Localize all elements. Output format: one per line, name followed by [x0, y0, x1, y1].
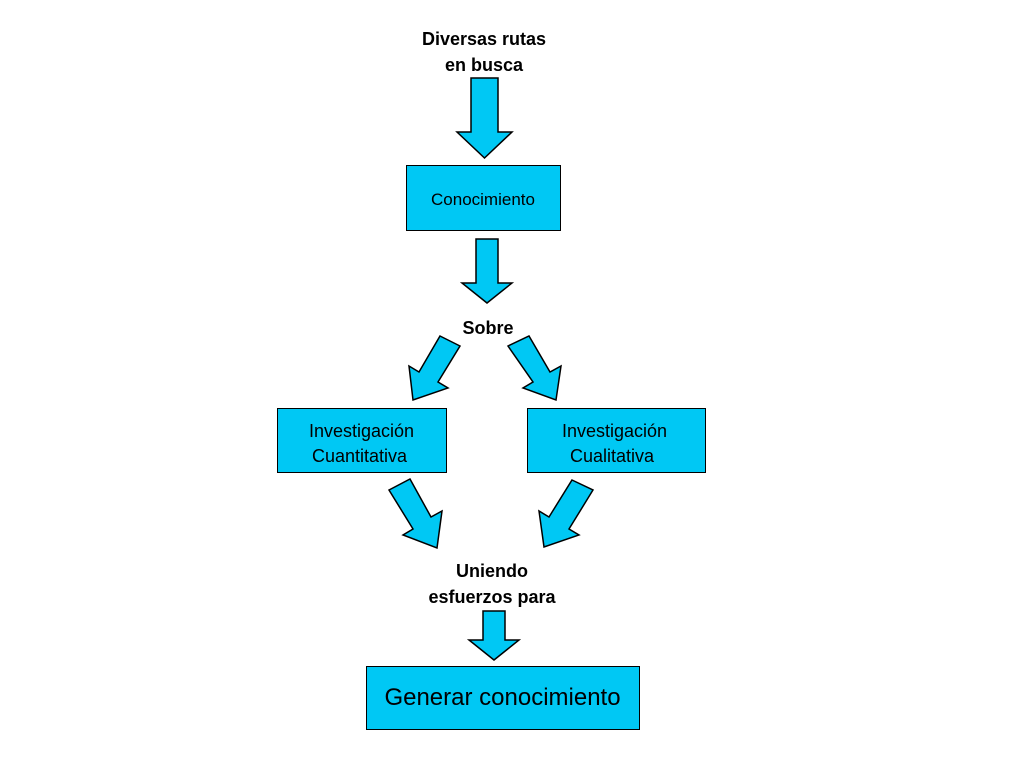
arrow-diagonal-right-2: [387, 477, 443, 550]
arrow-diagonal-right-1: [506, 335, 562, 402]
qualitative-research-box: Investigación Cualitativa: [527, 408, 706, 473]
top-label-line-1: Diversas rutas: [421, 29, 547, 49]
middle-label: Sobre: [462, 318, 514, 338]
join-label-line-2: esfuerzos para: [428, 587, 556, 607]
arrow-down-1: [455, 77, 514, 160]
quantitative-research-box: Investigación Cuantitativa: [277, 408, 447, 473]
top-label-line-2: en busca: [444, 55, 524, 75]
arrow-down-2: [459, 238, 515, 304]
top-label: Diversas rutas en busca: [384, 26, 584, 78]
qualitative-research-line-2: Cualitativa: [570, 446, 655, 466]
quantitative-research-line-1: Investigación: [309, 421, 415, 441]
knowledge-box: Conocimiento: [406, 165, 561, 231]
arrow-down-3: [466, 610, 522, 661]
arrow-diagonal-left-2: [538, 479, 595, 549]
join-label-line-1: Uniendo: [456, 561, 528, 581]
generate-knowledge-label: Generar conocimiento: [384, 684, 621, 711]
join-label: Uniendo esfuerzos para: [392, 558, 592, 610]
quantitative-research-line-2: Cuantitativa: [312, 446, 408, 466]
arrow-diagonal-left-1: [408, 335, 462, 402]
generate-knowledge-box: Generar conocimiento: [366, 666, 640, 730]
qualitative-research-line-1: Investigación: [562, 421, 668, 441]
knowledge-box-label: Conocimiento: [431, 190, 535, 209]
